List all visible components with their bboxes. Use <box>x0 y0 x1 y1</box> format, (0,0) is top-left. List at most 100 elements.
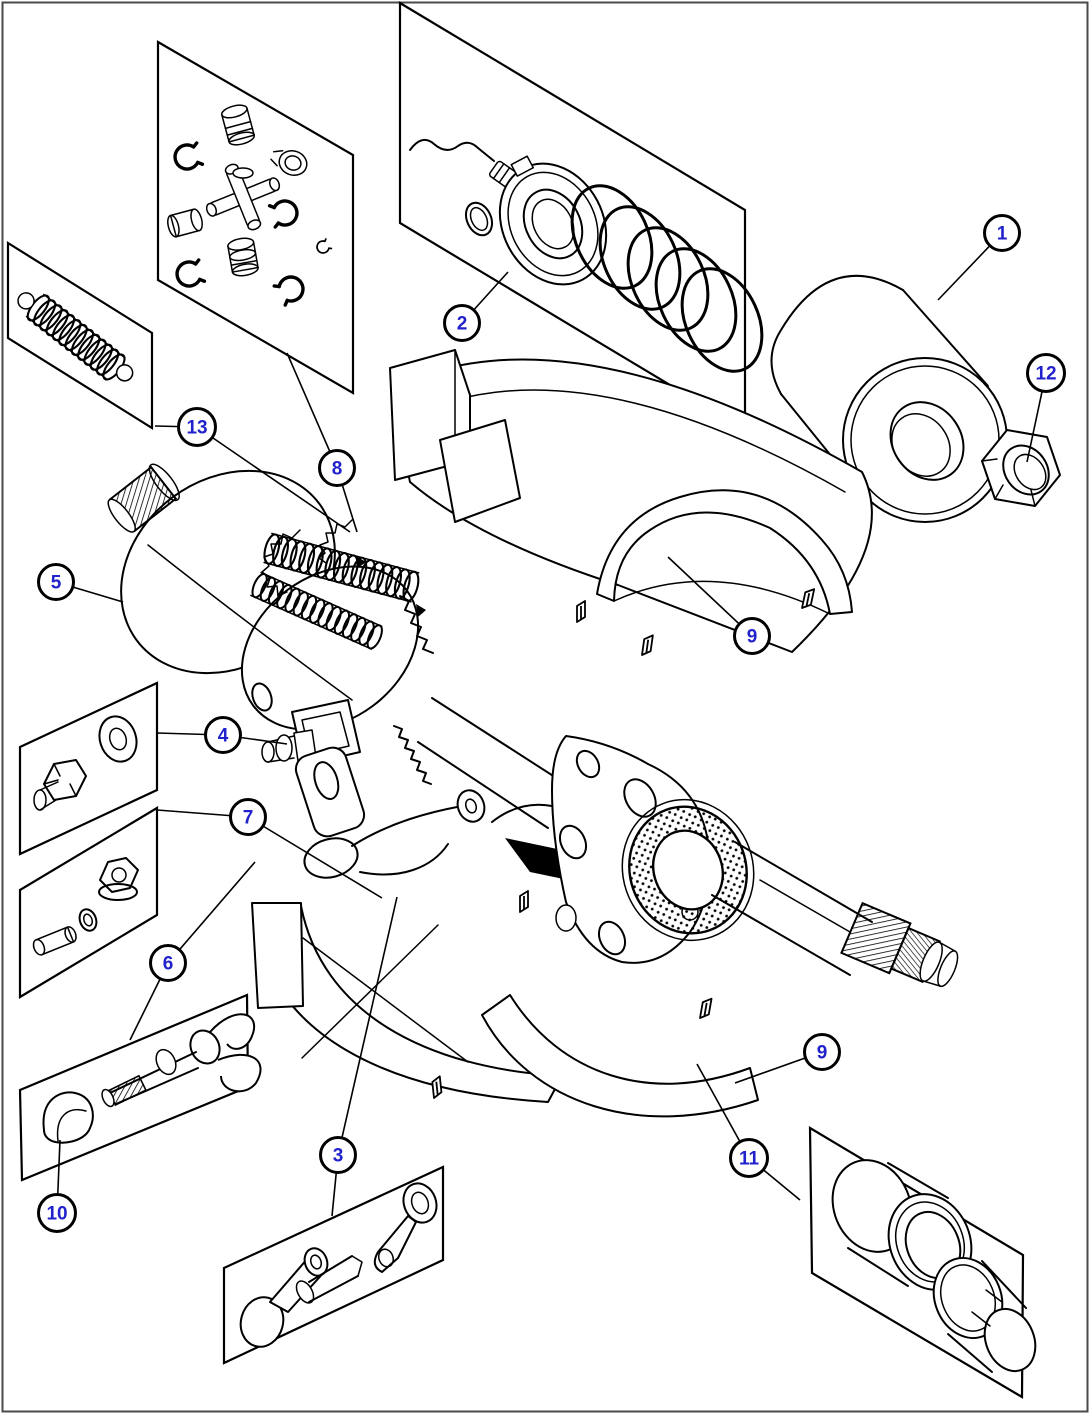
callout-balloon-8[interactable]: 8 <box>318 449 356 487</box>
balloon-circle <box>229 798 267 836</box>
callout-balloon-2[interactable]: 2 <box>443 304 481 342</box>
callout-balloon-10[interactable]: 10 <box>37 1193 77 1233</box>
distance-plate <box>294 746 366 838</box>
callout-balloon-12[interactable]: 12 <box>1026 353 1066 393</box>
balloon-number: 1 <box>997 224 1008 245</box>
pivot-pin <box>295 1255 363 1304</box>
rack-teeth <box>393 725 432 785</box>
panel-shift-lever-kit <box>222 1165 445 1365</box>
panel-bushing-kit <box>808 1126 1037 1399</box>
sector-gear-teeth <box>399 595 434 654</box>
lower-shell-right <box>481 994 759 1118</box>
balloon-circle <box>443 304 481 342</box>
nut-bore-inner <box>1013 453 1047 491</box>
spider-cross <box>205 163 281 231</box>
flange-hole <box>558 824 588 860</box>
shell-tab <box>519 890 529 913</box>
kit-box-outline <box>18 681 159 856</box>
balloon-circle <box>729 1138 769 1178</box>
panel-spring-kit <box>6 241 154 430</box>
bearing-cap-right <box>270 149 308 177</box>
torsion-spring-upper <box>260 531 423 604</box>
lock-cap <box>932 1257 1037 1373</box>
stud <box>32 926 77 956</box>
callout-balloon-9-upper[interactable]: 9 <box>733 617 771 655</box>
callout-balloon-4[interactable]: 4 <box>204 716 242 754</box>
lower-shell-endwall <box>251 902 304 1009</box>
nut-bore <box>1002 444 1050 496</box>
balloon-circle <box>37 1193 77 1233</box>
shell-tab <box>699 996 713 1021</box>
column-springs <box>248 519 434 654</box>
balloon-number: 4 <box>218 726 229 747</box>
callout-balloon-7[interactable]: 7 <box>229 798 267 836</box>
bearing-cap-top <box>220 104 256 146</box>
jacket-tab <box>576 600 586 623</box>
balloon-circle <box>983 214 1021 252</box>
wire-lead <box>409 138 495 162</box>
flange-hole <box>575 749 601 779</box>
callout-balloons: 1 2 3 4 5 6 7 8 <box>37 214 1066 1233</box>
balloon-circle <box>733 617 771 655</box>
flange-hole <box>597 920 627 956</box>
balloon-circle <box>177 407 217 447</box>
balloon-number: 10 <box>46 1204 67 1225</box>
callout-balloon-1[interactable]: 1 <box>983 214 1021 252</box>
balloon-circle <box>318 449 356 487</box>
callout-balloon-13[interactable]: 13 <box>177 407 217 447</box>
threaded-boss <box>107 463 180 533</box>
balloon-number: 5 <box>51 573 62 594</box>
bearing-cap-bottom <box>227 237 259 277</box>
hex-nut <box>981 429 1061 507</box>
callout-balloon-5[interactable]: 5 <box>37 563 75 601</box>
housing-hole <box>251 682 273 712</box>
drum-top-edge <box>902 289 989 387</box>
balloon-number: 3 <box>333 1146 344 1167</box>
balloon-circle <box>803 1033 841 1071</box>
drum-bore-inner <box>891 413 951 477</box>
panel-horn-contact-kit <box>398 1 764 432</box>
callout-balloon-6[interactable]: 6 <box>149 944 187 982</box>
balloon-circle <box>319 1136 357 1174</box>
balloon-circle <box>149 944 187 982</box>
callout-balloon-11[interactable]: 11 <box>729 1138 769 1178</box>
nut-facets <box>981 458 1036 507</box>
o-ring <box>464 201 494 237</box>
panel-bolt-washer-kit <box>18 681 159 856</box>
balloon-number: 11 <box>739 1149 760 1170</box>
panel-fork-knob-kit <box>18 993 262 1182</box>
shell-crease <box>301 924 439 1059</box>
lever-right <box>373 1182 438 1273</box>
shadow-fleck <box>416 604 426 617</box>
o-ring-small <box>78 908 98 932</box>
coil-spring <box>17 291 134 384</box>
mount-bracket <box>389 349 521 523</box>
inner-tube-top <box>431 697 573 789</box>
balloon-number: 7 <box>243 808 254 829</box>
torsion-spring-lower <box>248 570 386 652</box>
flange-hole <box>623 778 657 818</box>
clamp-plate <box>261 699 361 766</box>
inner-tube-bottom <box>417 741 549 829</box>
panel-ujoint-kit <box>156 40 355 395</box>
shell-band <box>596 489 853 615</box>
housing-seam <box>147 544 353 701</box>
upper-cover-shell <box>596 489 853 615</box>
balloon-circle <box>37 563 75 601</box>
large-coil-spring <box>570 184 764 373</box>
shift-fork <box>101 1013 262 1108</box>
flange-boss <box>555 904 577 932</box>
keyway-slot <box>971 1289 1003 1327</box>
callout-balloon-9-lower[interactable]: 9 <box>803 1033 841 1071</box>
jacket-tab <box>641 633 654 658</box>
ball-bearing <box>621 798 755 942</box>
lever-knob <box>42 1091 94 1144</box>
balloon-number: 2 <box>457 314 468 335</box>
bearing-cap-left <box>167 208 203 238</box>
shell-crease <box>302 937 469 1063</box>
drum-back-arc <box>770 274 904 395</box>
shell-inner-lip <box>613 580 831 615</box>
callout-balloon-3[interactable]: 3 <box>319 1136 357 1174</box>
